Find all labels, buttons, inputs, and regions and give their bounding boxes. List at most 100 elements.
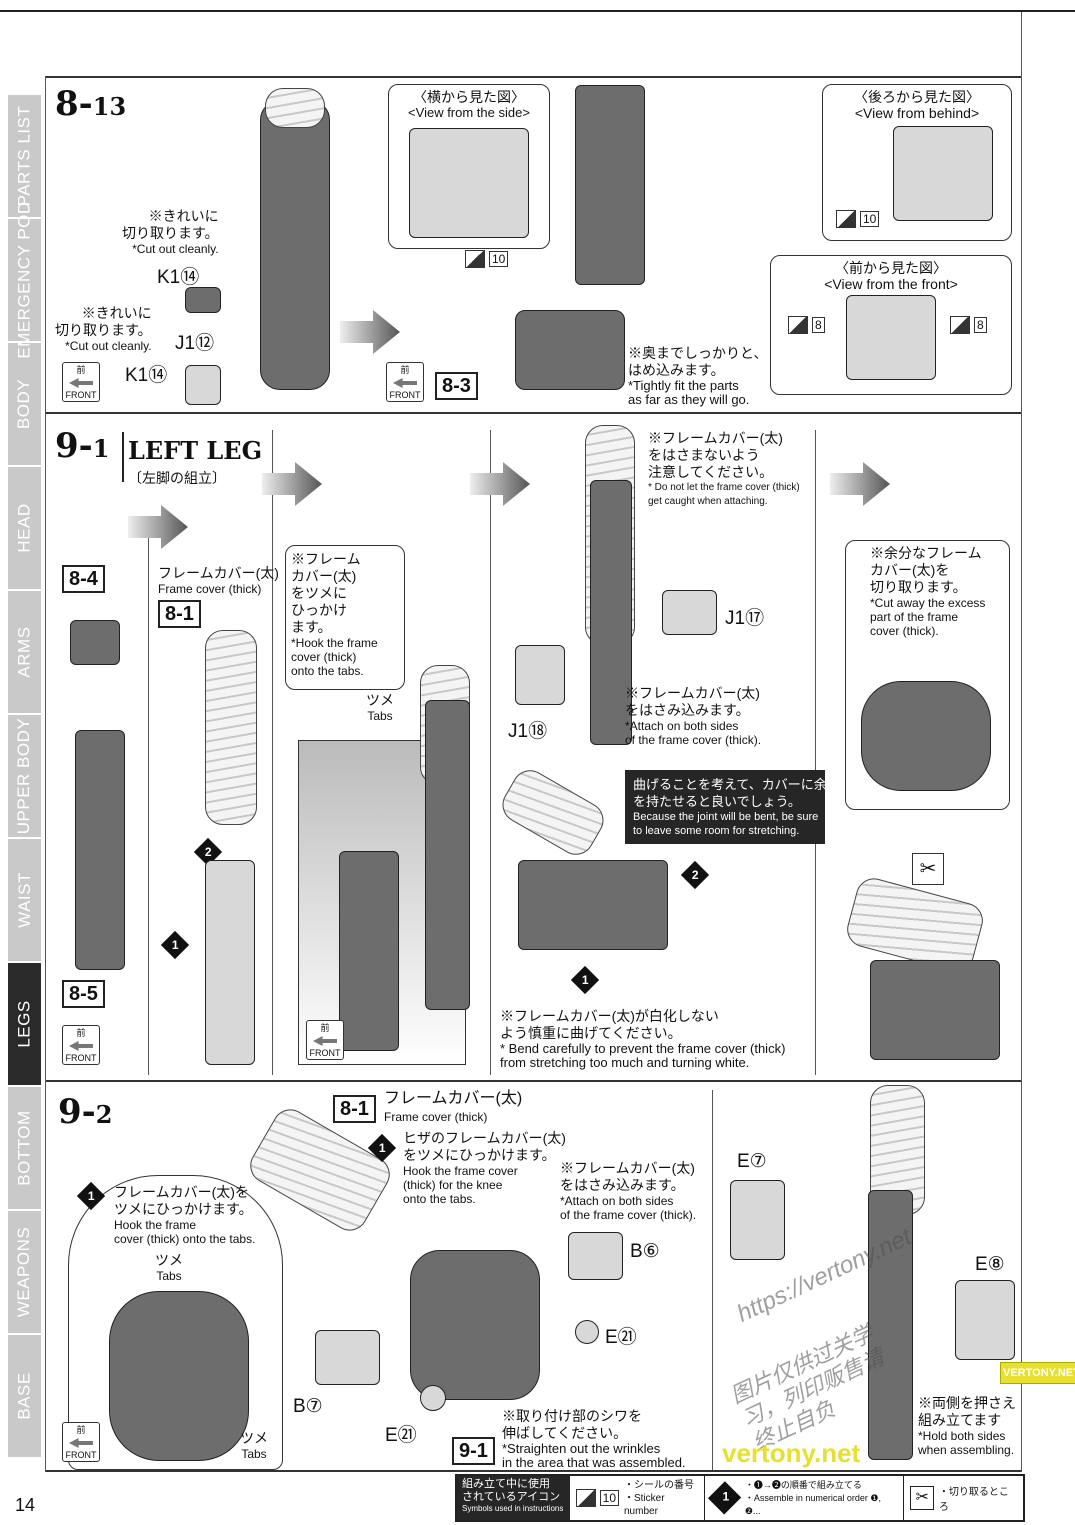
- sticker-icon: [465, 250, 485, 268]
- next-arrow-icon: [262, 462, 322, 506]
- note-hook-callout: ※フレーム カバー(太) をツメに ひっかけ ます。*Hook the fram…: [285, 545, 405, 690]
- note-en: *Hold both sides when assembling.: [918, 1429, 1015, 1457]
- tab-label: LEGS: [14, 1000, 34, 1048]
- next-arrow-icon: [340, 310, 400, 354]
- order-1-icon: 1: [160, 930, 190, 960]
- order-1-icon: 1: [367, 1133, 397, 1163]
- sticker-8-right: 8: [950, 316, 987, 334]
- divider: [45, 412, 1022, 414]
- hook-detail-callout: 1 フレームカバー(太)を ツメにひっかけます。Hook the frame c…: [68, 1175, 283, 1470]
- note-jp: ヒザのフレームカバー(太) をツメにひっかけます。: [403, 1130, 566, 1163]
- part-label-k1-14: K1⑭: [125, 365, 168, 386]
- order-icon: 1: [708, 1481, 742, 1515]
- order-number: 1: [581, 973, 589, 987]
- leg-frame-illustration: [75, 730, 125, 970]
- part-illustration: [185, 365, 221, 405]
- order-number: 1: [171, 938, 179, 952]
- sticker-number: 8: [974, 317, 987, 333]
- legend-order: 1 ・❶→❷の順番で組み立てる・Assemble in numerical or…: [705, 1476, 905, 1520]
- sticker-10: 10: [836, 210, 880, 228]
- step-ref-9-1: 9-1: [452, 1437, 495, 1465]
- sticker-icon: 10: [575, 1489, 619, 1507]
- legend-cut: ✂ ・切り取るところ: [904, 1476, 1023, 1520]
- divider: [490, 430, 491, 1075]
- divider: [45, 1080, 1022, 1082]
- scissors-icon: ✂: [910, 1486, 934, 1510]
- part-label-e21: E㉑: [385, 1425, 417, 1446]
- divider: [45, 76, 46, 1472]
- step-ref-8-3: 8-3: [435, 372, 478, 400]
- tab-base[interactable]: BASE: [8, 1335, 41, 1459]
- tab-waist[interactable]: WAIST: [8, 839, 41, 963]
- section-subtitle: 〔左脚の組立〕: [128, 470, 226, 486]
- front-en: FRONT: [65, 390, 97, 400]
- knee-illustration: [109, 1291, 249, 1461]
- note-wrinkles: ※取り付け部のシワを 伸ばしてください。*Straighten out the …: [502, 1408, 686, 1470]
- tab-label: EMERGENCY POD: [14, 201, 34, 359]
- note-dont-catch: ※フレームカバー(太) をはさまないよう 注意してください。* Do not l…: [648, 430, 800, 509]
- tab-head[interactable]: HEAD: [8, 467, 41, 591]
- view-title-jp: 〈横から見た図〉: [413, 89, 525, 105]
- step-ref-8-1: 8-1: [333, 1095, 376, 1123]
- front-badge: 前 FRONT: [62, 362, 100, 402]
- divider: [45, 76, 1022, 78]
- knee-illustration: [861, 681, 991, 791]
- step-suffix: 13: [92, 92, 127, 121]
- next-arrow-icon: [128, 505, 188, 549]
- part-label-k1-14: K1⑭: [157, 267, 200, 288]
- tab-weapons[interactable]: WEAPONS: [8, 1211, 41, 1335]
- legend-jp: ・シールの番号: [624, 1479, 694, 1491]
- note-knee-hook: ヒザのフレームカバー(太) をツメにひっかけます。Hook the frame …: [403, 1130, 566, 1206]
- part-e8-illustration: [955, 1280, 1015, 1360]
- step-ref-8-1: 8-1: [158, 600, 201, 628]
- note-hold-sides: ※両側を押さえ 組み立てます*Hold both sides when asse…: [918, 1395, 1016, 1457]
- tab-legs[interactable]: LEGS: [8, 963, 41, 1087]
- sticker-icon: [836, 210, 856, 228]
- tab-label: HEAD: [14, 503, 34, 553]
- legend-jp: ・切り取るところ: [938, 1487, 1009, 1513]
- order-number: 2: [204, 845, 212, 859]
- step-suffix: 1: [92, 434, 110, 463]
- top-rule: [0, 10, 1075, 12]
- note-en: Hook the frame cover (thick) onto the ta…: [114, 1218, 256, 1246]
- page-number: 14: [15, 1495, 36, 1515]
- tab-upper-body[interactable]: UPPER BODY: [8, 715, 41, 839]
- tab-arms[interactable]: ARMS: [8, 591, 41, 715]
- front-jp: 前: [76, 1028, 86, 1038]
- knee-assembly-illustration: [410, 1250, 540, 1400]
- divider: [1021, 12, 1022, 1472]
- tab-bottom[interactable]: BOTTOM: [8, 1087, 41, 1211]
- side-view-illustration: [409, 128, 529, 238]
- tip-jp: 曲げることを考えて、カバーに余裕 を持たせると良いでしょう。: [633, 777, 840, 809]
- view-title-en: <View from the side>: [408, 105, 530, 120]
- note-en: *Cut out cleanly.: [65, 339, 152, 353]
- sticker-10: 10: [465, 250, 509, 268]
- front-jp: 前: [76, 365, 86, 375]
- note-jp: ※フレームカバー(太) をはさみ込みます。: [625, 685, 760, 718]
- part-e21-illustration: [420, 1385, 446, 1411]
- label-en: Tabs: [241, 1447, 267, 1461]
- tab-parts-list[interactable]: PARTS LIST: [8, 95, 41, 219]
- front-jp: 前: [400, 365, 410, 375]
- note-en: *Straighten out the wrinkles in the area…: [502, 1441, 686, 1470]
- tab-emergency-pod[interactable]: EMERGENCY POD: [8, 201, 41, 359]
- front-en: FRONT: [65, 1053, 97, 1063]
- label-jp: ツメ: [155, 1252, 183, 1268]
- part-j1-17-illustration: [662, 590, 717, 635]
- note-jp: ※フレームカバー(太) をはさみ込みます。: [560, 1160, 695, 1193]
- leg-illustration: [575, 85, 645, 285]
- step-ref-8-4: 8-4: [62, 565, 105, 593]
- legend-sticker: 10 ・シールの番号・Sticker number: [570, 1476, 706, 1520]
- part-illustration: [70, 620, 120, 665]
- tab-label: BODY: [14, 378, 34, 430]
- part-label-e8: E⑧: [975, 1254, 1005, 1275]
- tab-label: ARMS: [14, 626, 34, 678]
- part-label-e21: E㉑: [605, 1327, 637, 1348]
- order-number: 2: [691, 868, 699, 882]
- tab-body[interactable]: BODY: [8, 343, 41, 467]
- arrow-icon: [393, 378, 417, 388]
- section-title: LEFT LEG: [128, 436, 263, 465]
- note-jp: ※余分なフレーム カバー(太)を 切り取ります。: [870, 545, 982, 595]
